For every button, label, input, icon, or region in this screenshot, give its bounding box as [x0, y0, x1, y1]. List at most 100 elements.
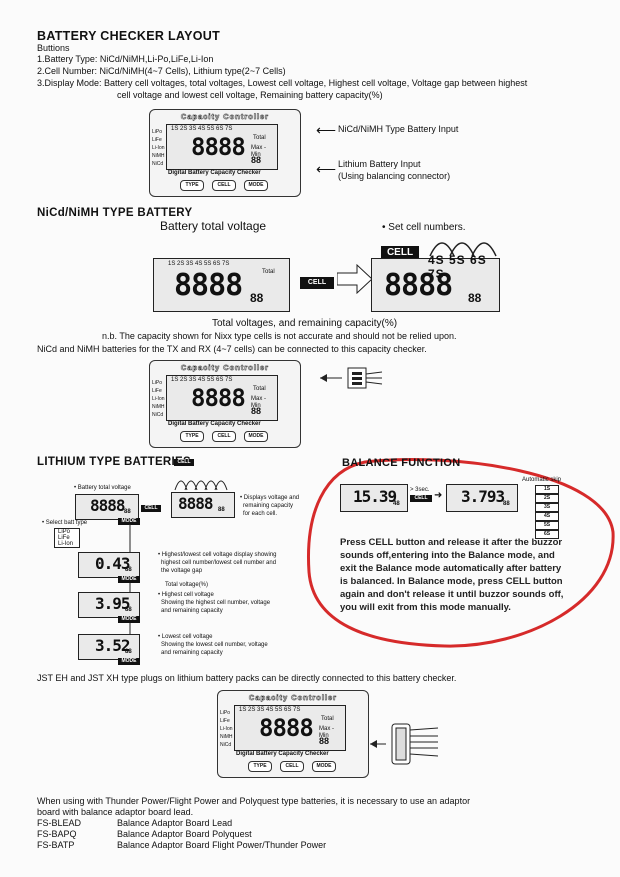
- nicd-plug-icon: [320, 367, 383, 389]
- checker-device: Capacity Controller 1S 2S 3S 4S 5S 6S 7S…: [149, 360, 301, 448]
- lithium-highest3: and remaining capacity: [161, 608, 223, 614]
- lithium-lcd-highest: 3.95 88: [78, 592, 140, 618]
- mode-button[interactable]: MODE: [312, 761, 336, 772]
- buttons-label: Buttions: [37, 43, 70, 53]
- lithium-lowest2: Showing the lowest cell number, voltage: [161, 642, 268, 648]
- cell-tag-large: CELL: [381, 246, 419, 260]
- balance-title: BALANCE FUNCTION: [342, 457, 461, 469]
- lithium-lcd-total: 8888 88: [75, 494, 139, 520]
- balance-line-2: sounds off,entering into the Balance mod…: [340, 550, 555, 561]
- arrow-right-icon: ➜: [434, 490, 443, 501]
- mode-button[interactable]: MODE: [244, 180, 268, 191]
- header-item-2: 2.Cell Number: NiCd/NiMH(4~7 Cells), Lit…: [37, 66, 286, 76]
- lithium-total-pct: Total voltage(%): [165, 582, 209, 588]
- balance-lcd-2: 3.793 88: [446, 484, 518, 512]
- cell-tag: CELL: [300, 277, 334, 289]
- type-button[interactable]: TYPE: [248, 761, 272, 772]
- red-circle-annotation: [307, 458, 615, 648]
- lcd-total: Total: [253, 135, 266, 141]
- cell-tag: CELL: [174, 459, 194, 466]
- lithium-hl: • Highest/lowest cell voltage display sh…: [158, 552, 277, 558]
- lithium-lcd-cells: 8888 88: [171, 492, 235, 518]
- cell-arcs: [174, 480, 228, 491]
- header-item-3-cont: cell voltage and lowest cell voltage, Re…: [117, 90, 383, 100]
- balance-plug-icon: [370, 723, 439, 765]
- lcd-percent: 88: [251, 155, 262, 165]
- mode-tag: MODE: [118, 658, 140, 665]
- arrow-right-icon: [337, 264, 373, 294]
- balance-line-6: you will exit from this mode manually.: [340, 602, 511, 613]
- balance-line-5: again and don't release it until buzzor …: [340, 589, 564, 600]
- cell-arcs: [429, 242, 497, 257]
- device-lcd: 1S 2S 3S 4S 5S 6S 7S 8888 Total Max - Mi…: [166, 124, 278, 170]
- lithium-displays2: remaining capacity: [243, 503, 294, 509]
- mode-tag: MODE: [118, 576, 140, 583]
- press-duration: > 3sec.: [410, 487, 430, 493]
- lcd-percent: 88: [250, 291, 264, 305]
- footer-line-1: When using with Thunder Power/Flight Pow…: [37, 796, 471, 806]
- lithium-total-voltage: • Battery total voltage: [74, 485, 131, 491]
- nicd-total-voltage: Battery total voltage: [160, 219, 267, 233]
- adaptor-code: FS-BATP: [37, 840, 75, 850]
- lithium-lcd-lowest: 3.52 88: [78, 634, 140, 660]
- page-title: BATTERY CHECKER LAYOUT: [37, 29, 221, 43]
- cell-options: 4S 5S 6S 7S: [428, 253, 487, 281]
- mode-button[interactable]: MODE: [244, 431, 268, 442]
- arrow-left-icon: ⟵: [316, 122, 337, 138]
- lithium-lowest3: and remaining capacity: [161, 650, 223, 656]
- device-lcd: 1S 2S 3S 4S 5S 6S 7S 8888 Total Max - Mi…: [234, 705, 346, 751]
- adaptor-desc: Balance Adaptor Board Polyquest: [117, 829, 252, 839]
- mode-tag: MODE: [118, 518, 140, 525]
- nicd-title: NiCd/NiMH TYPE BATTERY: [37, 207, 193, 219]
- lcd-maxmin: Max - Min: [251, 145, 266, 158]
- lcd-digits: 8888: [384, 268, 453, 303]
- adaptor-desc: Balance Adaptor Board Lead: [117, 818, 233, 828]
- nicd-lcd-left: 1S 2S 3S 4S 5S 6S 7S 8888 Total 88: [153, 258, 290, 312]
- lithium-hl3: the voltage gap: [161, 568, 203, 574]
- jst-note: JST EH and JST XH type plugs on lithium …: [37, 673, 457, 683]
- checker-device: Capacity Controller 1S 2S 3S 4S 5S 6S 7S…: [149, 109, 301, 197]
- lithium-input-sub: (Using balancing connector): [338, 171, 451, 181]
- arrow-left-icon: ⟵: [316, 161, 337, 177]
- auto-skip-label: Automatic skip: [522, 477, 562, 483]
- cell-scale: 1S 2S 3S 4S 5S 6S 7S: [171, 126, 233, 132]
- cell-button[interactable]: CELL: [212, 180, 236, 191]
- select-batt-type: • Select batt type: [42, 520, 88, 526]
- lithium-hl2: highest cell number/lowest cell number a…: [161, 560, 277, 566]
- lithium-displays: • Displays voltage and: [240, 495, 300, 501]
- cell-tag: CELL: [141, 505, 161, 512]
- nicd-input-label: NiCd/NiMH Type Battery Input: [338, 124, 459, 134]
- lithium-lcd-gap: 0.43 88: [78, 552, 140, 578]
- lithium-lowest: • Lowest cell voltage: [158, 634, 213, 640]
- device-title: Capacity Controller: [180, 112, 270, 121]
- adaptor-code: FS-BLEAD: [37, 818, 82, 828]
- balance-line-4: is balanced. In Balance mode, press CELL…: [340, 576, 563, 587]
- checker-device: Capacity Controller 1S 2S 3S 4S 5S 6S 7S…: [217, 690, 369, 778]
- nicd-caption: Total voltages, and remaining capacity(%…: [212, 318, 398, 329]
- lithium-highest2: Showing the highest cell number, voltage: [161, 600, 271, 606]
- header-item-3: 3.Display Mode: Battery cell voltages, t…: [37, 78, 528, 88]
- batt-type-selector: LiPo LiFe Li-Ion: [54, 528, 80, 548]
- type-button[interactable]: TYPE: [180, 180, 204, 191]
- device-lcd: 1S 2S 3S 4S 5S 6S 7S 8888 Total Max - Mi…: [166, 375, 278, 421]
- lcd-digits: 8888: [191, 133, 246, 161]
- adaptor-desc: Balance Adaptor Board Flight Power/Thund…: [117, 840, 327, 850]
- balance-line-3: exit the Balance mode automatically afte…: [340, 563, 562, 574]
- lcd-digits: 8888: [174, 268, 243, 303]
- nicd-lcd-right: 4S 5S 6S 7S 8888 88: [371, 253, 500, 312]
- nicd-set-cells: • Set cell numbers.: [382, 222, 466, 233]
- cell-button[interactable]: CELL: [212, 431, 236, 442]
- mode-tag: MODE: [118, 616, 140, 623]
- device-footer: Digital Battery Capacity Checker: [168, 170, 261, 176]
- balance-line-1: Press CELL button and release it after t…: [340, 537, 563, 548]
- lithium-displays3: for each cell.: [243, 511, 278, 517]
- lithium-input-label: Lithium Battery Input: [338, 159, 421, 169]
- balance-lcd-1: 15.39 48: [340, 484, 408, 512]
- type-button[interactable]: TYPE: [180, 431, 204, 442]
- nicd-note2: NiCd and NiMH batteries for the TX and R…: [37, 344, 427, 354]
- nicd-note: n.b. The capacity shown for Nixx type ce…: [102, 331, 457, 341]
- lithium-title: LITHIUM TYPE BATTERIES: [37, 456, 191, 468]
- cell-button[interactable]: CELL: [280, 761, 304, 772]
